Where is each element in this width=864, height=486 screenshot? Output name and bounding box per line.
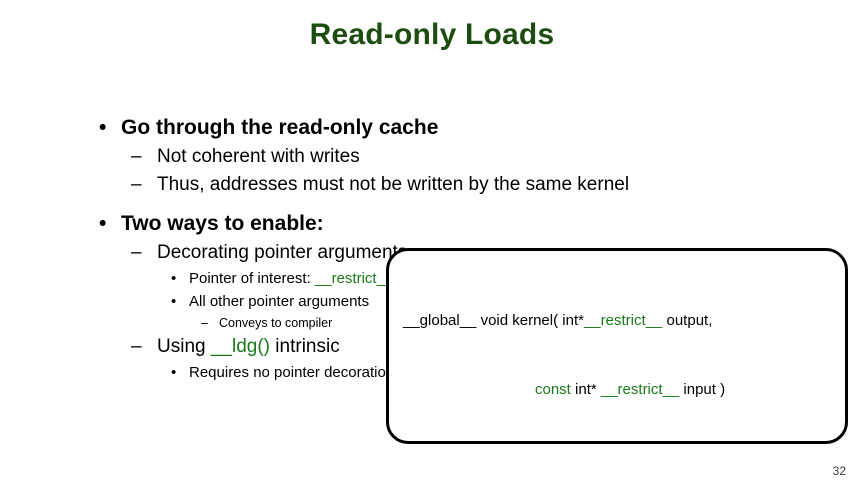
bullet-text: Two ways to enable:	[121, 212, 324, 235]
page-title: Read-only Loads	[309, 18, 555, 51]
bullet-marker-icon: •	[171, 364, 177, 381]
dash-marker-icon: –	[131, 174, 142, 195]
bullet-text-suffix: intrinsic	[270, 336, 340, 357]
bullet-text: Go through the read-only cache	[121, 116, 439, 139]
keyword-restrict: __restrict__	[600, 381, 680, 398]
bullet-level2-using-ldg-intrinsic: – Using __ldg() intrinsic	[95, 333, 795, 361]
page-number: 32	[832, 464, 846, 478]
bullet-text: Thus, addresses must not be written by t…	[157, 174, 630, 195]
code-text: input )	[679, 381, 726, 398]
bullet-marker-icon: •	[99, 212, 107, 235]
bullet-level4-conveys-to-compiler: – Conveys to compiler	[95, 313, 795, 333]
code-line-signature-1: __global__ void kernel( int*__restrict__…	[403, 309, 837, 332]
bullet-text: Requires no pointer decoration	[189, 364, 395, 381]
keyword-restrict: __restrict__	[314, 270, 394, 287]
bullet-level1-go-through-cache: • Go through the read-only cache	[95, 112, 795, 143]
code-line-signature-2: const int* __restrict__ input )	[403, 378, 837, 401]
bullet-text: Not coherent with writes	[157, 146, 360, 167]
bullet-level2-not-coherent: – Not coherent with writes	[95, 143, 795, 171]
bullet-text: All other pointer arguments	[189, 293, 370, 310]
dash-marker-icon: –	[201, 316, 208, 330]
bullet-level1-two-ways-to-enable: • Two ways to enable:	[95, 208, 795, 239]
code-text: int*	[570, 381, 601, 398]
bullet-marker-icon: •	[99, 116, 107, 139]
bullet-level3-all-other-pointer-arguments: • All other pointer arguments	[95, 290, 795, 313]
keyword-const: const	[535, 381, 571, 398]
bullet-text: Decorating pointer arguments	[157, 242, 408, 263]
bullet-level2-decorating-pointer-arguments: – Decorating pointer arguments	[95, 239, 795, 267]
dash-marker-icon: –	[131, 336, 142, 357]
bullet-level3-pointer-of-interest: • Pointer of interest: __restrict__	[95, 267, 795, 290]
dash-marker-icon: –	[131, 242, 142, 263]
bullet-text: Using	[157, 336, 211, 357]
code-callout-box: __global__ void kernel( int*__restrict__…	[386, 248, 848, 444]
keyword-restrict: __restrict__	[583, 312, 663, 329]
dash-marker-icon: –	[131, 146, 142, 167]
bullet-marker-icon: •	[171, 293, 177, 310]
code-text: __global__ void kernel( int*	[403, 312, 584, 329]
slide-body: • Go through the read-only cache – Not c…	[95, 112, 795, 384]
bullet-marker-icon: •	[171, 270, 177, 287]
code-snippet: __global__ void kernel( int*__restrict__…	[403, 263, 837, 441]
spacer	[95, 199, 795, 208]
bullet-text: Conveys to compiler	[219, 316, 333, 330]
bullet-level3-requires-no-pointer-decoration: • All other pointer arguments Requires n…	[95, 361, 795, 384]
code-text: output,	[662, 312, 713, 329]
bullet-text: Pointer of interest:	[189, 270, 315, 287]
bullet-level2-addresses-not-written: – Thus, addresses must not be written by…	[95, 171, 795, 199]
keyword-ldg: __ldg()	[210, 336, 271, 357]
